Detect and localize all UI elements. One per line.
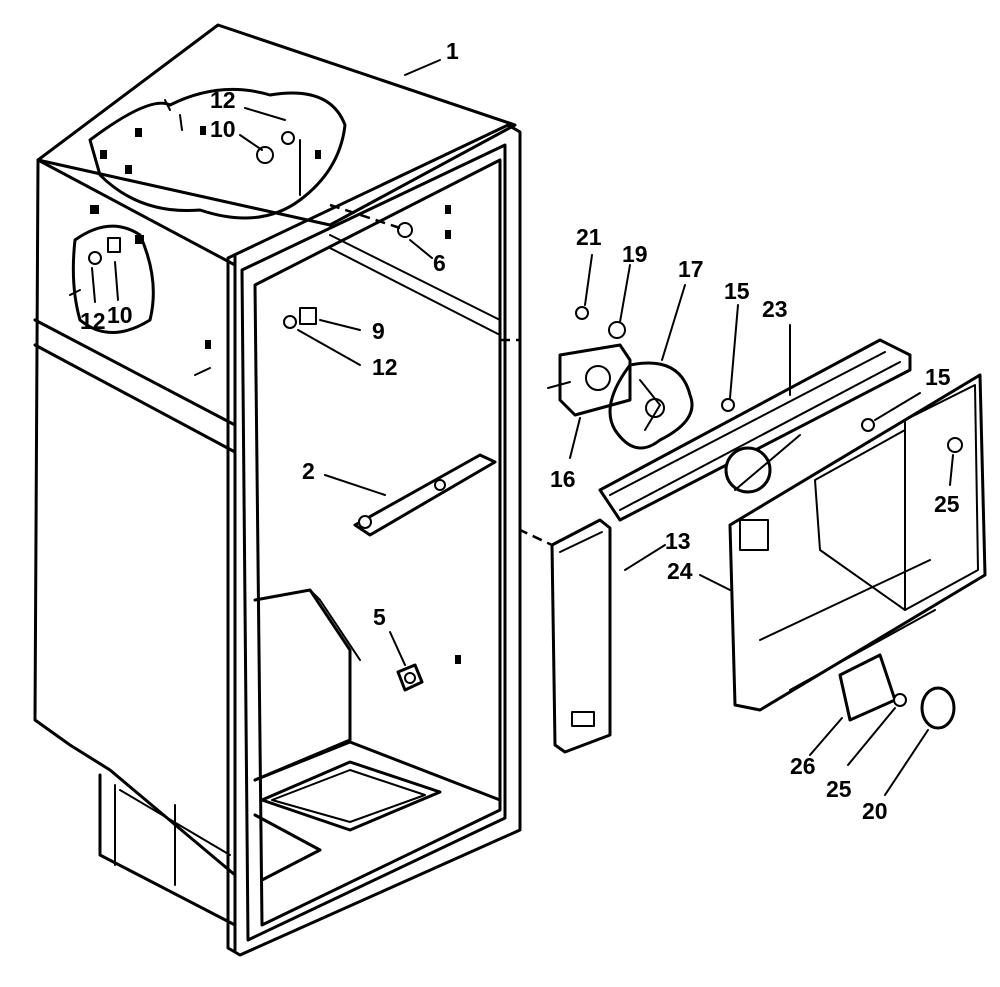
cabinet-liner <box>33 23 522 957</box>
callout-16: 16 <box>550 466 576 492</box>
callout-20: 20 <box>862 798 888 824</box>
callout-19: 19 <box>622 241 648 267</box>
callout-10: 10 <box>210 116 236 142</box>
callout-13: 13 <box>665 528 691 554</box>
callout-1: 1 <box>446 38 459 64</box>
callout-15: 15 <box>925 364 951 390</box>
callout-12: 12 <box>80 308 106 334</box>
evaporator-cover-strip <box>500 338 612 754</box>
fan-motor-assembly <box>547 306 694 450</box>
callout-26: 26 <box>790 753 816 779</box>
callout-12: 12 <box>372 354 398 380</box>
callout-21: 21 <box>576 224 602 250</box>
callout-23: 23 <box>762 296 788 322</box>
callout-9: 9 <box>372 318 385 344</box>
callout-25: 25 <box>934 491 960 517</box>
callout-25: 25 <box>826 776 852 802</box>
callout-12: 12 <box>210 87 236 113</box>
callout-5: 5 <box>373 604 386 630</box>
callout-17: 17 <box>678 256 704 282</box>
callout-6: 6 <box>433 250 446 276</box>
fan-shroud-bracket <box>598 338 912 522</box>
callout-24: 24 <box>667 558 693 584</box>
callout-10: 10 <box>107 302 133 328</box>
leader-lines <box>91 59 954 796</box>
callout-15: 15 <box>724 278 750 304</box>
rear-panel <box>728 373 987 730</box>
callout-2: 2 <box>302 458 315 484</box>
